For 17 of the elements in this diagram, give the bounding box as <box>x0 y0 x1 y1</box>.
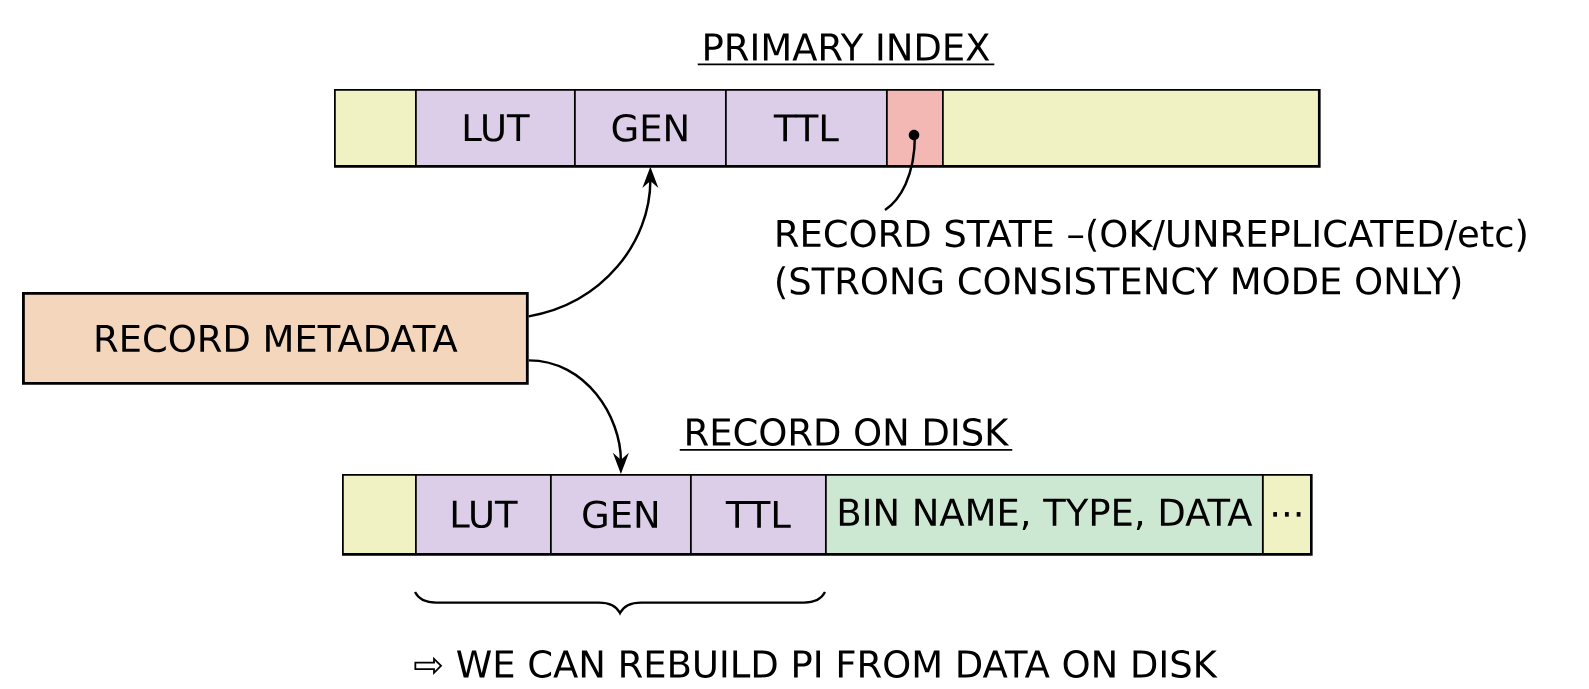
field-cell: LUT <box>415 89 576 167</box>
field-cell: ... <box>1262 474 1312 555</box>
field-cell: LUT <box>415 474 552 555</box>
field-cell <box>334 89 417 167</box>
note-text: ⇨ WE CAN REBUILD PI FROM DATA ON DISK <box>414 650 1218 678</box>
heading: PRIMARY INDEX <box>696 33 996 66</box>
field-cell: GEN <box>550 474 692 555</box>
field-cell <box>942 89 1320 167</box>
field-cell: TTL <box>725 89 888 167</box>
heading: RECORD ON DISK <box>678 418 1014 451</box>
field-cell: TTL <box>690 474 827 555</box>
metadata-box: RECORD METADATA <box>22 292 529 385</box>
note-text: RECORD STATE –(OK/UNREPLICATED/etc) (STRONG CONSISTENCY MODE ONLY) <box>777 218 1526 300</box>
field-cell: BIN NAME, TYPE, DATA <box>825 474 1264 555</box>
field-cell: GEN <box>574 89 727 167</box>
field-cell <box>886 89 944 167</box>
field-cell <box>342 474 417 555</box>
